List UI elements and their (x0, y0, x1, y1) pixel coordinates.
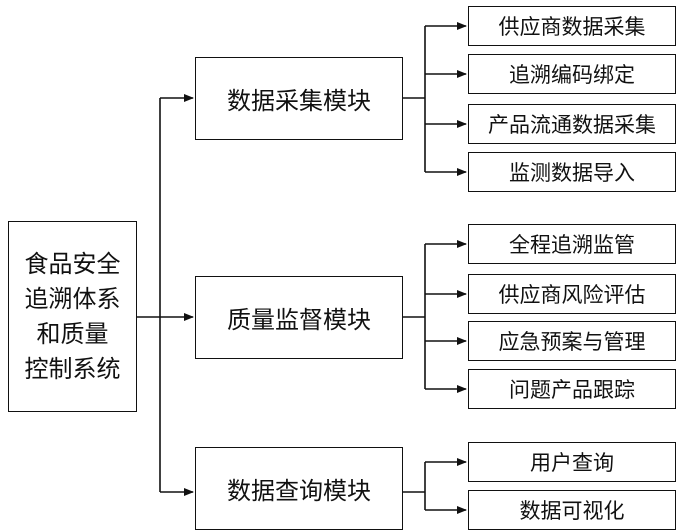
leaf-node: 问题产品跟踪 (468, 369, 676, 409)
module-data-collection: 数据采集模块 (195, 57, 403, 140)
leaf-node: 供应商风险评估 (468, 274, 676, 314)
module-label: 数据查询模块 (227, 477, 371, 505)
root-node: 食品安全 追溯体系 和质量 控制系统 (8, 221, 137, 412)
leaf-label: 数据可视化 (519, 499, 625, 523)
root-line-1: 食品安全 (24, 249, 121, 278)
leaf-label: 问题产品跟踪 (509, 378, 635, 402)
leaf-label: 全程追溯监管 (509, 233, 635, 257)
leaf-label: 用户查询 (530, 451, 614, 475)
leaf-label: 供应商风险评估 (498, 283, 646, 307)
leaf-node: 应急预案与管理 (468, 321, 676, 361)
leaf-node: 用户查询 (468, 442, 676, 482)
leaf-label: 产品流通数据采集 (488, 113, 656, 137)
leaf-node: 供应商数据采集 (468, 6, 676, 46)
leaf-node: 产品流通数据采集 (468, 104, 676, 144)
leaf-node: 监测数据导入 (468, 152, 676, 192)
leaf-label: 应急预案与管理 (498, 330, 646, 354)
module-label: 质量监督模块 (227, 306, 371, 334)
leaf-label: 监测数据导入 (509, 161, 635, 185)
module-quality-supervision: 质量监督模块 (195, 276, 403, 359)
root-line-4: 控制系统 (24, 354, 121, 383)
leaf-node: 追溯编码绑定 (468, 54, 676, 94)
leaf-label: 供应商数据采集 (498, 15, 646, 39)
root-line-2: 追溯体系 (24, 284, 121, 313)
leaf-node: 全程追溯监管 (468, 224, 676, 264)
module-data-query: 数据查询模块 (195, 447, 403, 530)
leaf-label: 追溯编码绑定 (509, 63, 635, 87)
module-label: 数据采集模块 (227, 87, 371, 115)
leaf-node: 数据可视化 (468, 490, 676, 530)
root-line-3: 和质量 (36, 319, 109, 348)
